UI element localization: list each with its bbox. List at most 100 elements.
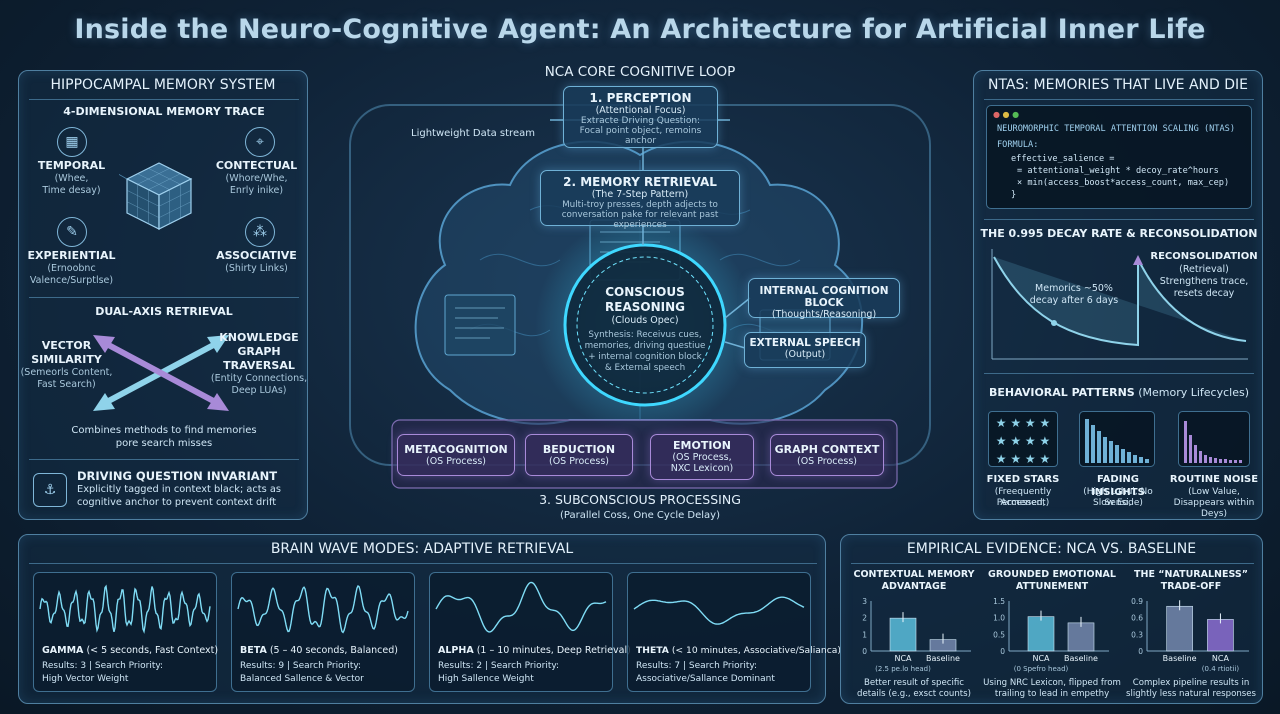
bar <box>1166 605 1193 652</box>
bar-sublabel: (0.4 rtiotii) <box>1202 665 1240 673</box>
patterns-heading: BEHAVIORAL PATTERNS (Memory Lifecycles) <box>974 386 1264 400</box>
beta-wave-icon <box>237 585 409 634</box>
wave-priority: Balanced Sallence & Vector <box>240 674 364 684</box>
divider <box>984 373 1254 374</box>
alpha-wave-icon <box>435 581 607 633</box>
wave-card-theta: THETA (< 10 minutes, Associative/Salianc… <box>627 572 841 692</box>
graph-label-2: GRAPH <box>237 345 281 358</box>
wave-card-alpha: ALPHA (1 – 10 minutes, Deep Retrieval) R… <box>429 572 631 692</box>
bar <box>1067 622 1095 652</box>
process-title: GRAPH CONTEXT <box>774 443 880 456</box>
wave-card-gamma: GAMMA (< 5 seconds, Fast Context) Result… <box>33 572 218 692</box>
graph-sub1: (Entity Connections, <box>210 373 308 384</box>
x-tick-label: NCA <box>1032 654 1050 663</box>
fixed-stars-sub2: Permenent) <box>996 498 1050 508</box>
recon-sub: (Retrieval) <box>1179 264 1229 275</box>
subconscious-desc: (Parallel Coss, One Cycle Delay) <box>559 510 721 521</box>
reasoning-desc-3: + internal cognition block <box>588 352 702 362</box>
graph-sub2: Deep LUAs) <box>231 385 287 396</box>
wave-range: (5 – 40 seconds, Balanced) <box>266 645 398 656</box>
internal-title: INTERNAL COGNITION BLOCK <box>759 285 889 309</box>
bar-sublabel: (2.5 pe.lo head) <box>875 665 931 673</box>
y-tick-label: 3 <box>862 597 867 606</box>
contextual-sub1: (Whore/Whe, <box>225 173 288 184</box>
crossing-arrows-icon <box>93 335 229 411</box>
hippocampal-panel: HIPPOCAMPAL MEMORY SYSTEM 4-DIMENSIONAL … <box>18 70 308 520</box>
temporal-sub1: (Whee, <box>54 173 89 184</box>
wave-card-beta: BETA (5 – 40 seconds, Balanced) Results:… <box>231 572 415 692</box>
process-sub: (OS Process) <box>426 456 486 467</box>
subconscious-title: 3. SUBCONSCIOUS PROCESSING <box>539 492 741 507</box>
driving-question-title: DRIVING QUESTION INVARIANT <box>77 469 278 483</box>
process-sub: (OS Process) <box>549 456 609 467</box>
calendar-icon: ▦ <box>57 127 87 157</box>
code-line-1: effective_salience = <box>1011 154 1115 164</box>
divider <box>984 99 1254 100</box>
wave-results: Results: 2 | Search Priority: <box>438 661 560 671</box>
reasoning-desc-2: memories, driving questiue <box>584 341 706 351</box>
reasoning-desc-1: Synthesis: Receivus cues, <box>588 330 702 340</box>
wave-results: Results: 3 | Search Priority: <box>42 661 164 671</box>
ntas-panel: NTAS: MEMORIES THAT LIVE AND DIE ● ● ● N… <box>973 70 1263 520</box>
core-loop-title: NCA CORE COGNITIVE LOOP <box>544 64 736 80</box>
experiential-sub2: Valence/Surptlse) <box>29 275 114 286</box>
y-tick-label: 0.9 <box>1131 597 1143 606</box>
y-tick-label: 2 <box>862 614 867 623</box>
dual-axis-title: DUAL-AXIS RETRIEVAL <box>95 305 233 318</box>
network-nodes-icon: ⁂ <box>245 217 275 247</box>
perception-desc-1: Extracte Driving Question: <box>580 116 701 126</box>
patterns-title: BEHAVIORAL PATTERNS <box>988 386 1135 399</box>
wave-name-line: ALPHA (1 – 10 minutes, Deep Retrieval) <box>438 645 631 656</box>
y-tick-label: 0.3 <box>1131 630 1143 639</box>
wave-name: BETA <box>240 645 267 656</box>
wave-name-line: BETA (5 – 40 seconds, Balanced) <box>240 645 398 656</box>
hippocampal-title: HIPPOCAMPAL MEMORY SYSTEM <box>50 77 276 93</box>
chart-title-1: THE “NATURALNESS” <box>1134 569 1248 580</box>
x-tick-label: Baseline <box>926 654 960 663</box>
page-title: Inside the Neuro-Cognitive Agent: An Arc… <box>74 14 1206 45</box>
temporal-sub2: Time desay) <box>42 185 101 196</box>
combine-line-1: Combines methods to find memories <box>71 425 257 436</box>
wave-line <box>39 584 211 634</box>
retrieval-desc-2: conversation pake for relevant past expe… <box>561 210 719 230</box>
y-tick-label: 0 <box>862 647 867 656</box>
process-emotion: EMOTION (OS Process, NXC Lexicon) <box>650 434 754 480</box>
location-pin-icon: ⌖ <box>245 127 275 157</box>
brush-icon: ✎ <box>57 217 87 247</box>
experiential-label: EXPERIENTIAL <box>27 249 116 262</box>
gamma-wave-icon <box>39 584 211 634</box>
memory-retrieval-box: 2. MEMORY RETRIEVAL (The 7-Step Pattern)… <box>540 170 740 230</box>
divider <box>29 99 299 100</box>
combine-line-2: pore search misses <box>115 438 213 449</box>
process-metacognition: METACOGNITION (OS Process) <box>397 434 515 476</box>
fading-insights-sub2: Slow Eode) <box>1093 498 1143 508</box>
chart-note-2: details (e.g., exsct counts) <box>857 689 971 699</box>
fading-insights-thumb <box>1079 411 1155 467</box>
code-line-4: } <box>1011 190 1017 200</box>
process-title: EMOTION <box>673 439 731 452</box>
patterns-sub: (Memory Lifecycles) <box>1138 386 1250 399</box>
brain-waves-panel: BRAIN WAVE MODES: ADAPTIVE RETRIEVAL GAM… <box>18 534 841 704</box>
data-stream-label: Lightweight Data stream <box>411 128 535 139</box>
trace-title: 4-DIMENSIONAL MEMORY TRACE <box>63 105 265 118</box>
external-speech-box: EXTERNAL SPEECH (Output) <box>744 332 866 368</box>
wave-name: GAMMA <box>42 645 84 656</box>
wave-results: Results: 7 | Search Priority: <box>636 661 758 671</box>
y-tick-label: 0 <box>1000 647 1005 656</box>
perception-title: 1. PERCEPTION <box>589 91 692 105</box>
bar <box>1207 619 1234 652</box>
wave-line <box>435 581 607 633</box>
graph-label-3: TRAVERSAL <box>223 359 295 372</box>
vector-sub2: Fast Search) <box>37 379 96 390</box>
routine-noise-sub2: Disappears within Deys) <box>1173 498 1255 520</box>
experiential-sub1: (Ernoobnc <box>47 263 96 274</box>
associative-label: ASSOCIATIVE <box>216 249 297 262</box>
reasoning-sub: (Clouds Opec) <box>611 315 679 326</box>
routine-noise-sub1: (Low Value, <box>1188 487 1240 497</box>
vector-sub1: (Semeorls Content, <box>20 367 113 378</box>
perception-sub: (Attentional Focus) <box>595 105 686 116</box>
divider <box>851 563 1254 564</box>
bar-sublabel: (0 Spefro head) <box>1014 665 1069 673</box>
process-title: METACOGNITION <box>404 443 508 456</box>
decay-note-2: decay after 6 days <box>1029 295 1119 306</box>
